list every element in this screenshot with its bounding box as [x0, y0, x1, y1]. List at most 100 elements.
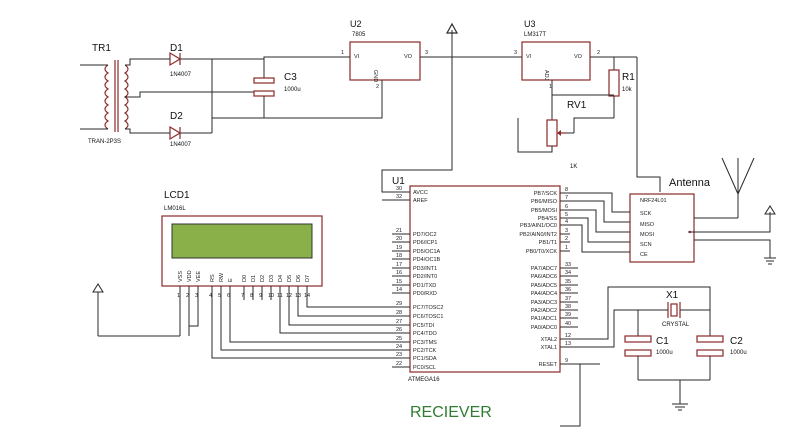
- schematic-title: RECIEVER: [410, 404, 492, 421]
- lcd-pin-name: D3: [269, 275, 275, 282]
- lcd-pin-name: D2: [260, 275, 266, 282]
- c1-value: 1000u: [656, 350, 673, 356]
- c2-ref: C2: [730, 336, 743, 347]
- lcd-pin-number: 12: [286, 293, 292, 299]
- nrf-pin-miso: MISO: [640, 222, 655, 228]
- nrf-arrow-icon: [764, 205, 776, 265]
- r1-value: 10k: [622, 87, 633, 93]
- u3-pin-out: 2: [597, 50, 600, 56]
- u3-adj: ADJ: [543, 70, 549, 81]
- lcd-part: LM016L: [164, 206, 186, 212]
- u1-left-pin-number: 17: [396, 262, 402, 268]
- u2-gnd: GND: [372, 70, 378, 82]
- u1-right-pin-name: XTAL1: [541, 345, 557, 351]
- u1-left-pin-number: 32: [396, 194, 402, 200]
- lcd-pin-number: 8: [250, 293, 253, 299]
- u1-right-pin-number: 36: [565, 287, 571, 293]
- u3-ref: U3: [524, 19, 536, 29]
- capacitor-c3: C3 1000u: [253, 59, 301, 118]
- lcd-pin-number: 3: [195, 293, 198, 299]
- u1-right-pin-number: 6: [565, 204, 568, 210]
- u3-pin-adj: 1: [549, 84, 552, 90]
- lcd-data-wire: [306, 300, 392, 308]
- capacitor-c2: C2 1000u: [696, 335, 747, 380]
- lcd-pins: VSS1VDD2VEE3RS4RW5E6D07D18D29D310D411D51…: [177, 270, 311, 300]
- u1-right-pin-number: 9: [565, 358, 568, 364]
- lcd-pin-name: D6: [296, 275, 302, 282]
- lcd-pin-name: E: [228, 278, 234, 282]
- u1-right-pin-number: 12: [565, 333, 571, 339]
- lcd-screen: [171, 223, 313, 259]
- u3-part: LM317T: [524, 32, 546, 38]
- u1-part: ATMEGA16: [408, 377, 440, 383]
- u1-right-pin-number: 4: [565, 219, 568, 225]
- c2-value: 1000u: [730, 350, 747, 356]
- u1-left-pin-name: PC7/TOSC2: [413, 305, 443, 311]
- lcd-pin-number: 1: [177, 293, 180, 299]
- u1-left-pin-number: 20: [396, 236, 402, 242]
- u1-right-pin-name: PB7/SCK: [534, 191, 558, 197]
- lcd-pin-number: 13: [295, 293, 301, 299]
- xtal-ground-icon: [672, 380, 688, 411]
- u1-left-pin-name: AREF: [413, 198, 428, 204]
- u1-left-pin-number: 30: [396, 186, 402, 192]
- u1-right-pin-name: PB6/MISO: [531, 199, 558, 205]
- u1-left-pin-name: PC5/TDI: [413, 323, 435, 329]
- u1-left-pin-name: PD5/OC1A: [413, 249, 441, 255]
- tr1-part: TRAN-2P3S: [88, 139, 121, 145]
- u1-right-pin-number: 33: [565, 262, 571, 268]
- lcd-wires: [179, 300, 392, 359]
- u1-left-pin-number: 15: [396, 279, 402, 285]
- u1-right-pin-name: PB2/AIN0/INT2: [519, 232, 557, 238]
- u2-vo: VO: [404, 54, 413, 60]
- lcd-data-wire: [220, 300, 392, 351]
- u1-right-pin-number: 1: [565, 245, 568, 251]
- u1-left-pin-name: PD3/INT1: [413, 266, 437, 272]
- transformer-tr1: TR1 TRAN-2P3S: [80, 43, 264, 145]
- lcd-pin-number: 2: [186, 293, 189, 299]
- c3-value: 1000u: [284, 87, 301, 93]
- u2-pin-in: 1: [341, 50, 344, 56]
- lcd-pin-name: VEE: [196, 271, 202, 282]
- u1-right-pin-number: 34: [565, 270, 571, 276]
- antenna-label: Antenna: [669, 177, 711, 189]
- u1-left-pins: 30AVCC32AREF21PD7/OC220PD6/ICP119PD5/OC1…: [392, 186, 443, 371]
- u1-right-pin-name: PA5/ADC5: [531, 283, 557, 289]
- d1-part: 1N4007: [170, 72, 192, 78]
- u1-right-pin-name: PA3/ADC3: [531, 300, 557, 306]
- c1-ref: C1: [656, 336, 669, 347]
- u3-pin-in: 3: [514, 50, 517, 56]
- u1-left-pin-number: 16: [396, 270, 402, 276]
- mcu-u1: U1 ATMEGA16 30AVCC32AREF21PD7/OC220PD6/I…: [392, 176, 600, 383]
- x1-part: CRYSTAL: [662, 322, 690, 328]
- lcd-data-wire: [288, 300, 392, 326]
- regulator-u2: U2 7805 VI VO GND 1 3 2: [340, 19, 512, 90]
- u1-right-pin-name: PB1/T1: [539, 240, 557, 246]
- u1-left-pin-number: 19: [396, 245, 402, 251]
- u1-right-pin-number: 40: [565, 321, 571, 327]
- tr1-ref: TR1: [92, 43, 111, 54]
- nrf-module: Antenna NRF24L01 SCK MISO MOSI SCN CE: [629, 177, 711, 263]
- lcd-vdd-wire: [188, 300, 199, 327]
- d2-ref: D2: [170, 111, 183, 122]
- lcd-pin-number: 10: [268, 293, 274, 299]
- u1-right-pin-number: 39: [565, 312, 571, 318]
- u1-left-pin-number: 22: [396, 361, 402, 367]
- nrf-pin-ce: CE: [640, 252, 648, 258]
- u1-right-pin-name: PA2/ADC2: [531, 308, 557, 314]
- u1-left-pin-name: PD7/OC2: [413, 232, 437, 238]
- lcd-data-wire: [229, 300, 392, 343]
- u1-right-pin-name: PB0/T0/XCK: [526, 249, 558, 255]
- u1-left-pin-name: PC6/TOSC1: [413, 314, 443, 320]
- lcd-pin-number: 11: [277, 293, 283, 299]
- u1-left-pin-number: 24: [396, 344, 402, 350]
- u1-left-pin-name: PC3/TMS: [413, 340, 437, 346]
- u2-pin-gnd: 2: [376, 84, 379, 90]
- lcd-data-wire: [279, 300, 392, 334]
- u1-right-pin-number: 8: [565, 187, 568, 193]
- u1-right-pin-name: RESET: [539, 362, 558, 368]
- nrf-pin-scn: SCN: [640, 242, 652, 248]
- u1-left-pin-name: PC0/SCL: [413, 365, 436, 371]
